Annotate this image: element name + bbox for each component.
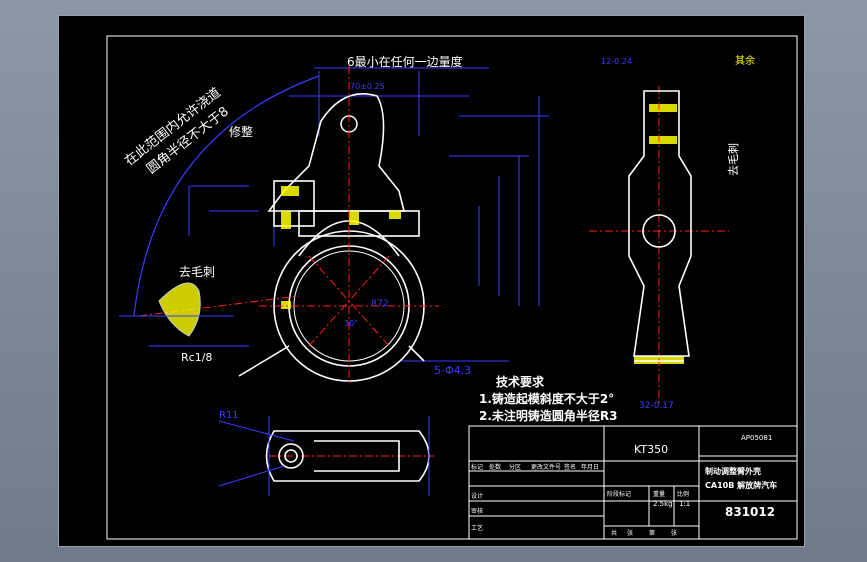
- dim-70: 70±0.25: [350, 82, 385, 91]
- part-name: 制动调整臂外壳: [705, 466, 761, 476]
- side-view: [628, 90, 692, 362]
- top-dim-note: 6最小在任何一边量度: [347, 54, 463, 69]
- deburr-dim-lines: [119, 315, 249, 347]
- bottom-label: 共: [611, 529, 617, 537]
- drawing-canvas: 6最小在任何一边量度 在此范围内允许浇道 圆角半径不大于8 修整 去毛刺 去毛刺…: [106, 35, 798, 540]
- dim-r11: R11: [219, 410, 239, 421]
- header-label: 阶段标记: [607, 490, 631, 498]
- roughness-mark: 其余: [735, 54, 755, 67]
- left-label: 设计: [471, 492, 483, 500]
- row-label: 分区: [509, 463, 521, 471]
- drawing-sheet: 6最小在任何一边量度 在此范围内允许浇道 圆角半径不大于8 修整 去毛刺 去毛刺…: [58, 15, 805, 547]
- row-label: 签名: [564, 463, 576, 471]
- weight: 2.5kg: [653, 500, 673, 508]
- inner-frame: [106, 35, 798, 540]
- row-label: 处数: [489, 463, 501, 471]
- tech-req-item-1: 1.铸造起模斜度不大于2°: [479, 391, 614, 406]
- dim-rc: Rc1/8: [181, 351, 212, 364]
- left-label: 工艺: [471, 524, 483, 532]
- scale: 1:1: [679, 500, 690, 508]
- deburr-right-note: 去毛刺: [727, 143, 740, 176]
- dim-30: 30°: [344, 319, 358, 328]
- header-label: 比例: [677, 490, 689, 498]
- tech-req-item-2: 2.未注明铸造圆角半径R3: [479, 408, 618, 423]
- row-label: 标记: [471, 463, 483, 471]
- drawing-code: AP05081: [741, 434, 772, 442]
- bottom-label: 张: [671, 529, 677, 537]
- hatch-areas: [281, 104, 684, 364]
- bottom-label: 张: [627, 529, 633, 537]
- deburr-left-note: 去毛刺: [179, 265, 215, 279]
- tech-req-title: 技术要求: [496, 374, 545, 389]
- title-block-row-labels: 标记 处数 分区 更改文件号 签名 年月日 设计 审核 工艺 共 张 第 张 阶…: [471, 463, 689, 537]
- left-label: 审核: [471, 507, 483, 515]
- front-view-body: [238, 92, 425, 382]
- bottom-view-dims: [218, 416, 430, 496]
- deburr-detail: [158, 282, 201, 337]
- row-label: 年月日: [581, 463, 599, 471]
- center-lines: [138, 66, 729, 457]
- bottom-view: [265, 430, 430, 482]
- drawing-number: 831012: [725, 505, 775, 519]
- dim-32: 32-0.17: [639, 401, 674, 411]
- pouring-arc: [133, 75, 320, 317]
- trim-note: 修整: [229, 124, 253, 139]
- row-label: 更改文件号: [531, 463, 561, 471]
- header-label: 重量: [653, 490, 665, 498]
- title-block: [468, 425, 798, 540]
- top-dimensions: [188, 67, 549, 362]
- product-name: CA10B 解放牌汽车: [705, 480, 777, 490]
- dim-r72: R72: [371, 299, 389, 309]
- dim-12: 12-0.24: [601, 57, 632, 66]
- bottom-label: 第: [649, 529, 655, 537]
- dim-holes: 5-Φ4.3: [434, 364, 471, 377]
- material-label: KT350: [634, 443, 668, 456]
